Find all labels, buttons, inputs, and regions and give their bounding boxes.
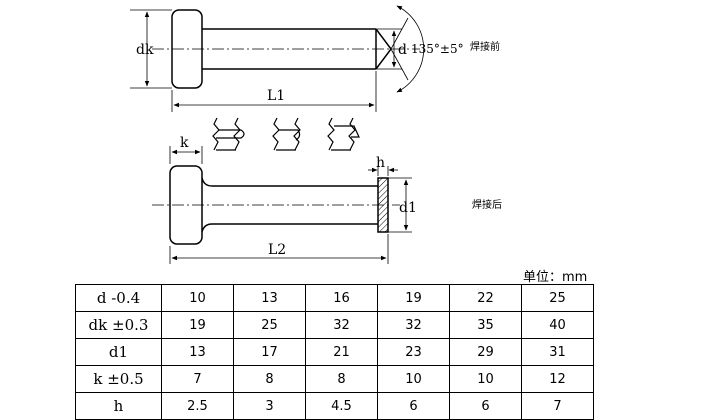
- table-cell: 10: [449, 365, 522, 393]
- table-row: dk ±0.3 19 25 32 32 35 40: [75, 311, 594, 339]
- table-cell: 40: [521, 311, 594, 339]
- row-header: d -0.4: [75, 284, 162, 312]
- table-cell: 6: [449, 392, 522, 420]
- row-header: k ±0.5: [75, 365, 162, 393]
- table-cell: 10: [377, 365, 450, 393]
- d-label: d: [398, 42, 407, 58]
- table-row: d -0.4 10 13 16 19 22 25: [75, 284, 594, 312]
- spec-table: d -0.4 10 13 16 19 22 25 dk ±0.3 19 25 3…: [75, 284, 594, 420]
- l1-label: L1: [267, 88, 285, 104]
- l2-label: L2: [268, 242, 286, 258]
- table-cell: 32: [377, 311, 450, 339]
- after-welding-caption: 焊接后: [472, 198, 502, 211]
- table-cell: 13: [233, 284, 306, 312]
- table-cell: 35: [449, 311, 522, 339]
- table-cell: 17: [233, 338, 306, 366]
- table-cell: 8: [233, 365, 306, 393]
- table-cell: 2.5: [161, 392, 234, 420]
- angle-label: 135°±5°: [411, 42, 464, 56]
- table-cell: 7: [161, 365, 234, 393]
- table-cell: 29: [449, 338, 522, 366]
- before-welding-caption: 焊接前: [470, 40, 500, 53]
- stud-technical-drawing: dk d 135°±5° 焊接前 L1: [130, 5, 502, 264]
- table-cell: 6: [377, 392, 450, 420]
- k-label: k: [180, 135, 189, 151]
- table-cell: 31: [521, 338, 594, 366]
- table-cell: 32: [305, 311, 378, 339]
- table-row: h 2.5 3 4.5 6 6 7: [75, 392, 594, 420]
- row-header: d1: [75, 338, 162, 366]
- table-cell: 25: [521, 284, 594, 312]
- table-cell: 25: [233, 311, 306, 339]
- table-cell: 4.5: [305, 392, 378, 420]
- table-cell: 19: [161, 311, 234, 339]
- stud-after-welding: k h d1 焊接后 L2: [152, 135, 502, 264]
- row-header: dk ±0.3: [75, 311, 162, 339]
- table-cell: 3: [233, 392, 306, 420]
- unit-note: 单位：mm: [523, 270, 588, 285]
- table-cell: 8: [305, 365, 378, 393]
- row-header: h: [75, 392, 162, 420]
- table-cell: 10: [161, 284, 234, 312]
- table-cell: 19: [377, 284, 450, 312]
- table-cell: 22: [449, 284, 522, 312]
- table-row: k ±0.5 7 8 8 10 10 12: [75, 365, 594, 393]
- weld-stage-sketches: [212, 117, 360, 151]
- table-cell: 7: [521, 392, 594, 420]
- table-cell: 23: [377, 338, 450, 366]
- h-label: h: [376, 155, 385, 171]
- d1-label: d1: [399, 200, 417, 216]
- table-cell: 21: [305, 338, 378, 366]
- table-cell: 16: [305, 284, 378, 312]
- table-row: d1 13 17 21 23 29 31: [75, 338, 594, 366]
- stud-before-welding: dk d 135°±5° 焊接前 L1: [130, 5, 500, 112]
- table-cell: 13: [161, 338, 234, 366]
- table-cell: 12: [521, 365, 594, 393]
- dk-label: dk: [136, 42, 154, 58]
